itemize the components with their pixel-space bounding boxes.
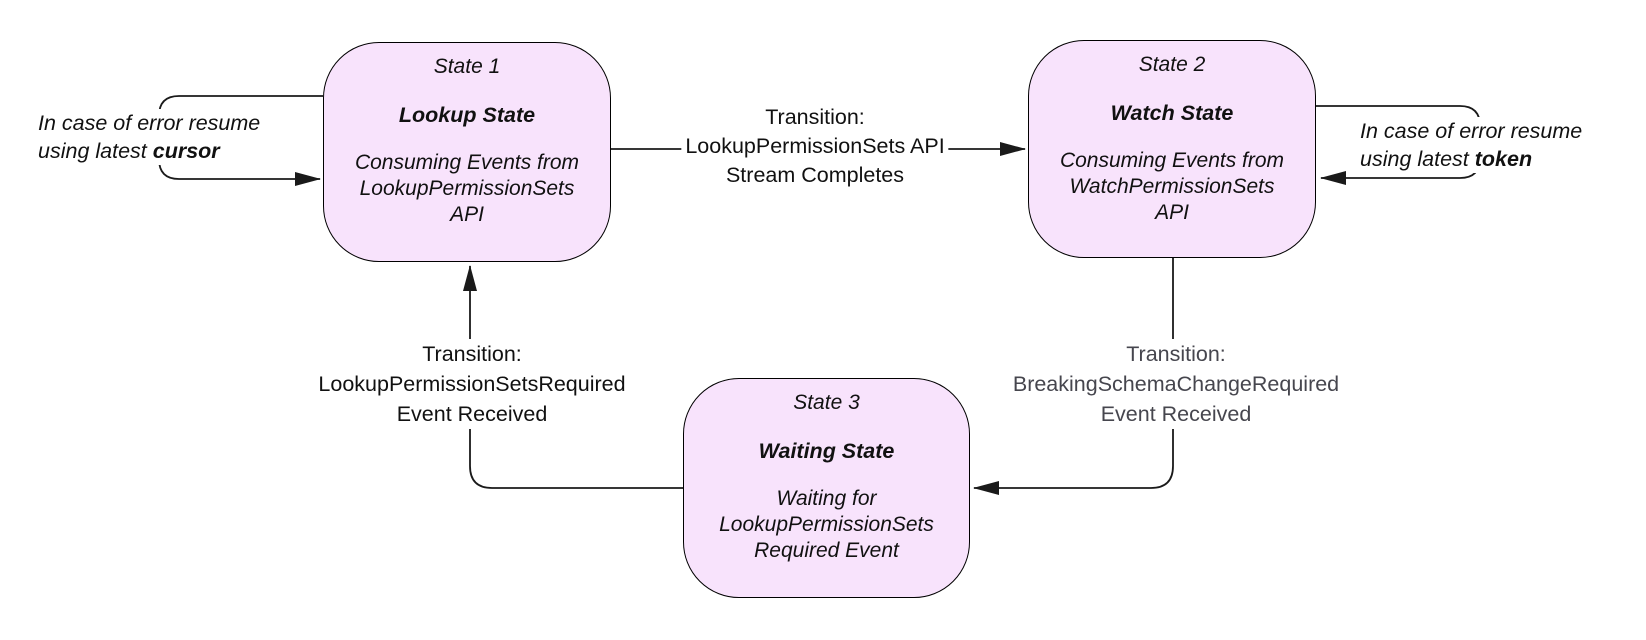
state-node-watch: State 2 Watch State Consuming Events fro…	[1028, 40, 1316, 258]
annotation-prefix: using latest	[38, 139, 153, 163]
annotation-line: using latest token	[1358, 145, 1535, 173]
state-name: Watch State	[1110, 101, 1234, 125]
transition-label-waiting-to-lookup: Transition: LookupPermissionSetsRequired…	[314, 339, 630, 429]
state-number: State 2	[1138, 53, 1206, 76]
state-description: Consuming Events from WatchPermissionSet…	[1060, 148, 1284, 226]
transition-label-line: Transition:	[418, 339, 526, 369]
state-name: Lookup State	[398, 103, 536, 127]
transition-label-line: Event Received	[1096, 399, 1256, 429]
state-description-line: Consuming Events from	[354, 151, 580, 174]
transition-label-line: LookupPermissionSets API	[681, 132, 949, 161]
annotation-line: using latest cursor	[36, 137, 222, 165]
transition-label-line: Stream Completes	[721, 161, 909, 190]
state-description-line: Waiting for	[776, 487, 877, 510]
state-description: Waiting for LookupPermissionSets Require…	[719, 486, 934, 564]
annotation-line: In case of error resume	[36, 109, 263, 137]
transition-label-line: Transition:	[761, 103, 869, 132]
annotation-prefix: using latest	[1360, 147, 1475, 171]
state-description-line: LookupPermissionSets	[359, 177, 575, 200]
transition-label-line: BreakingSchemaChangeRequired	[1008, 369, 1344, 399]
state-description-line: Required Event	[754, 539, 899, 562]
transition-label-watch-to-waiting: Transition: BreakingSchemaChangeRequired…	[1008, 339, 1344, 429]
annotation-bold-word: token	[1474, 147, 1533, 171]
transition-label-line: Transition:	[1122, 339, 1230, 369]
state-number: State 3	[793, 391, 860, 414]
arrow-watch-to-waiting	[973, 258, 1174, 495]
error-annotation-cursor: In case of error resume using latest cur…	[36, 109, 263, 165]
error-annotation-token: In case of error resume using latest tok…	[1358, 117, 1585, 173]
state-description-line: WatchPermissionSets	[1069, 175, 1275, 198]
state-number: State 1	[433, 55, 501, 78]
state-node-lookup: State 1 Lookup State Consuming Events fr…	[323, 42, 611, 262]
arrow-waiting-to-lookup	[463, 265, 683, 489]
state-description-line: API	[1155, 201, 1189, 224]
transition-label-lookup-to-watch: Transition: LookupPermissionSets API Str…	[681, 103, 949, 190]
state-description: Consuming Events from LookupPermissionSe…	[355, 150, 579, 228]
state-description-line: LookupPermissionSets	[719, 513, 934, 536]
state-description-line: API	[450, 203, 484, 226]
transition-label-line: LookupPermissionSetsRequired	[314, 369, 630, 399]
annotation-line: In case of error resume	[1358, 117, 1585, 145]
state-description-line: Consuming Events from	[1059, 149, 1285, 172]
state-name: Waiting State	[758, 439, 895, 463]
transition-label-line: Event Received	[392, 399, 552, 429]
state-node-waiting: State 3 Waiting State Waiting for Lookup…	[683, 378, 970, 598]
annotation-bold-word: cursor	[152, 139, 220, 163]
